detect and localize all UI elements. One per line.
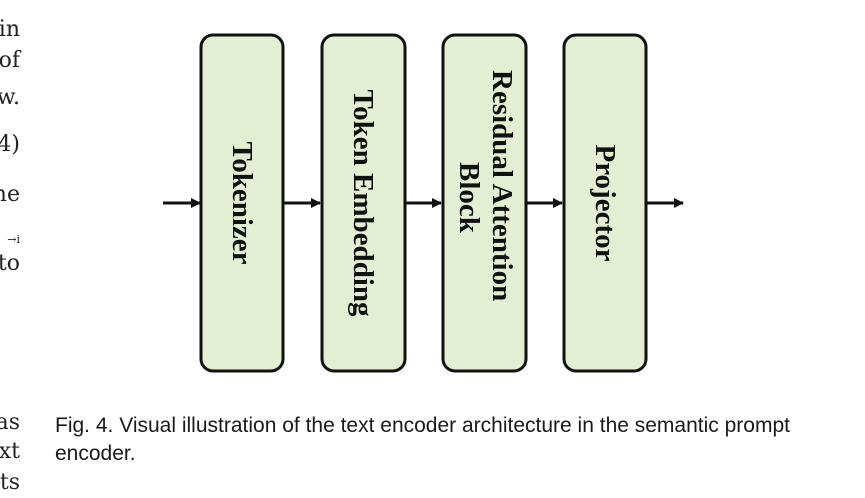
block-label: Residual Attention	[486, 70, 518, 301]
encoder-architecture-diagram: Tokenizer Token Embedding Residual Atten…	[163, 33, 684, 373]
residual-attention-block: Residual Attention Block	[441, 33, 528, 373]
block-label: Projector	[589, 145, 621, 262]
block-label: Tokenizer	[226, 142, 258, 265]
projector-block: Projector	[562, 33, 648, 373]
body-text-fragment: as	[0, 410, 20, 435]
body-text-fragment: he	[0, 182, 20, 207]
body-text-fragment: xt	[0, 439, 20, 464]
block-label: Block	[453, 162, 485, 234]
body-text-fragment: 4)	[0, 132, 20, 157]
token-embedding-block: Token Embedding	[320, 33, 407, 373]
body-text-fragment: w.	[0, 85, 20, 110]
block-label: Token Embedding	[347, 89, 379, 317]
body-text-fragment: in	[0, 17, 20, 42]
body-text-fragment: of	[0, 48, 20, 73]
tokenizer-block: Tokenizer	[199, 33, 285, 373]
body-text-fragment: ts	[0, 470, 20, 495]
body-text-fragment: to	[0, 251, 20, 276]
body-text-fragment: →i	[7, 233, 20, 246]
cropped-body-text: in of w. 4) he →i to as xt ts	[0, 0, 24, 498]
figure-caption: Fig. 4. Visual illustration of the text …	[55, 414, 790, 465]
